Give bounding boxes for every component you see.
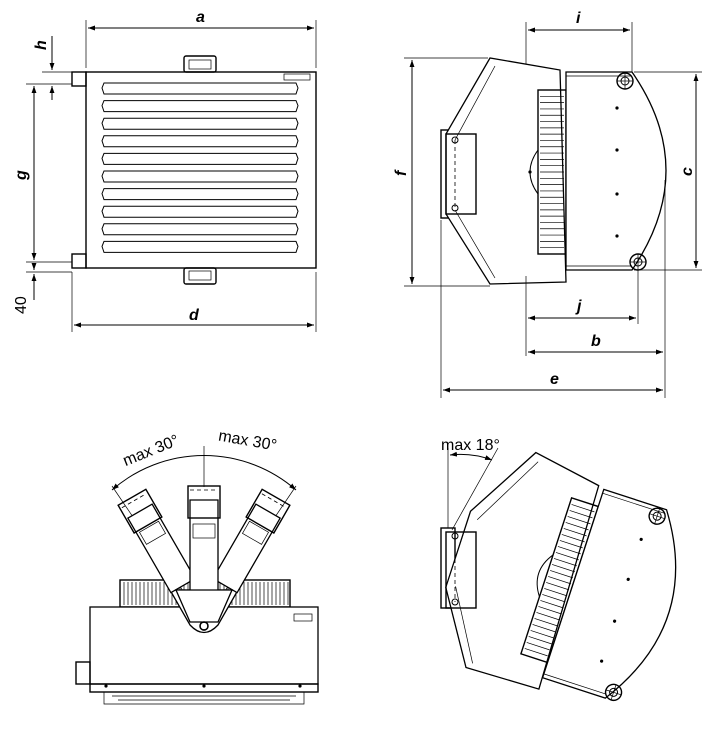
side-connection-top — [616, 72, 634, 90]
side-connection-bottom — [629, 253, 647, 271]
top-bracket — [183, 55, 217, 73]
louvres — [101, 82, 299, 253]
top-side-connection — [75, 661, 91, 685]
lower-connection — [71, 253, 87, 269]
angle-label-left: max 30° — [121, 432, 182, 470]
front-view: a d g h 40 — [13, 9, 317, 332]
tilt-angle-label: max 18° — [441, 437, 500, 454]
tilt-side-view: max 18° — [440, 437, 677, 702]
arm-center — [175, 485, 233, 631]
nameplate — [283, 73, 311, 81]
front-casing — [85, 71, 317, 269]
dim-i-label: i — [576, 10, 581, 27]
fan-guard — [528, 89, 567, 255]
dim-b-label: b — [591, 333, 601, 350]
dim-a-label: a — [196, 9, 205, 26]
dim-f-label: f — [393, 169, 410, 176]
dim-c-label: c — [679, 167, 696, 176]
swivel-arm — [445, 57, 567, 285]
dim-40-label: 40 — [13, 296, 30, 314]
upper-connection — [71, 71, 87, 87]
angle-label-right: max 30° — [217, 428, 278, 455]
side-view: i f c j b e — [393, 10, 702, 398]
tilt-housing — [541, 488, 677, 699]
heater-housing — [565, 71, 667, 271]
arm-right — [211, 488, 291, 594]
swivel-top-view: max 30° max 30° — [75, 428, 319, 705]
dim-j-label: j — [575, 298, 582, 315]
dim-g-label: g — [13, 170, 30, 181]
bottom-bracket — [183, 267, 217, 285]
dim-e-label: e — [550, 371, 559, 388]
dim-d-label: d — [189, 307, 200, 324]
arm-left — [117, 488, 197, 594]
dim-h-label: h — [33, 40, 50, 50]
